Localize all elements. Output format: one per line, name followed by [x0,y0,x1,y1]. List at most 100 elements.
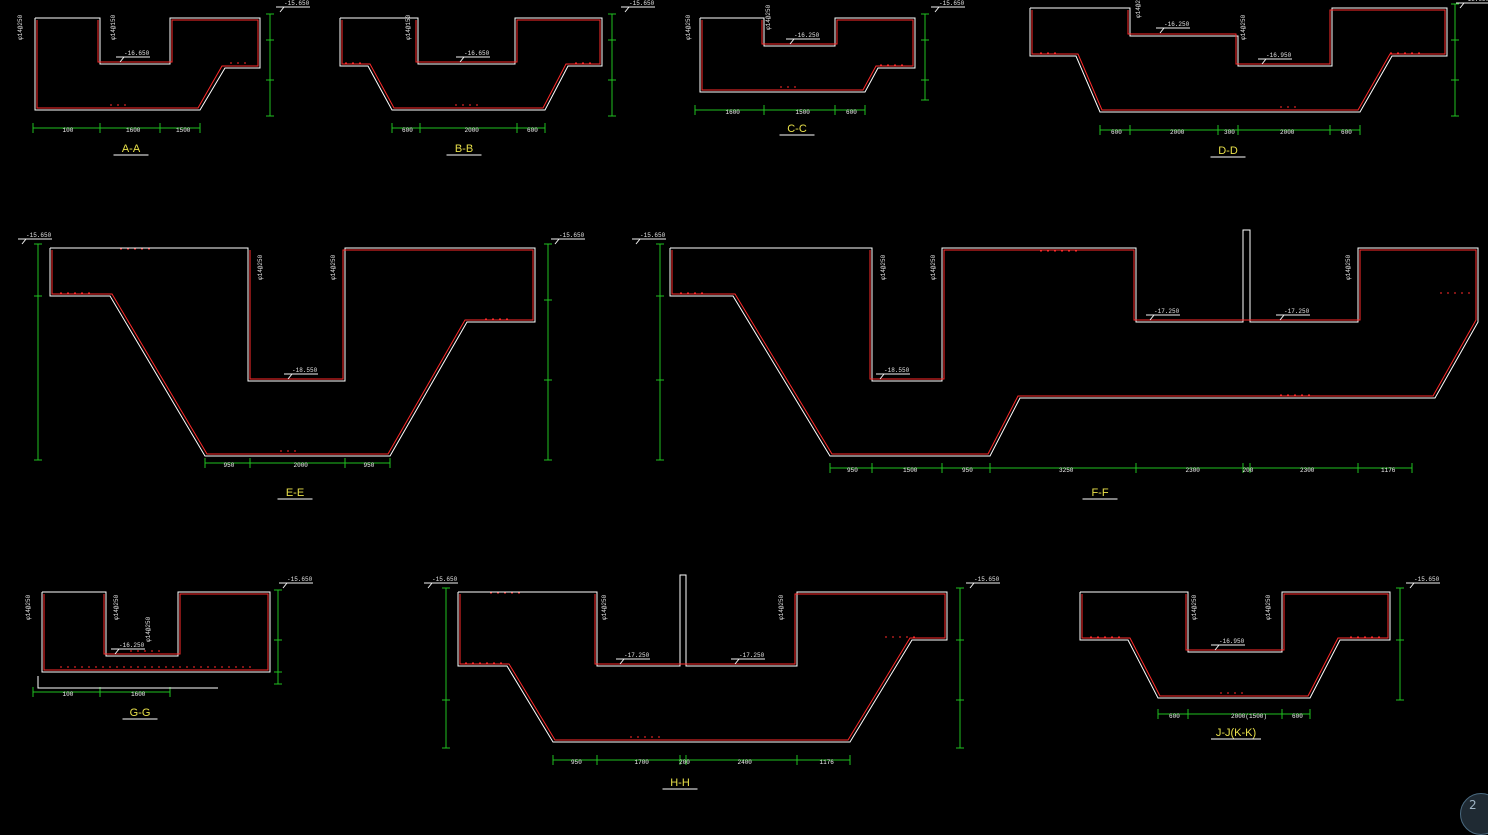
dimension-label: 2000 [294,462,309,469]
rebar-line [1031,9,1446,111]
section-outline [669,229,1479,457]
dimension-label: 1176 [820,759,835,766]
elevation-symbol [456,56,466,63]
rebar-note: φ14@250 [685,14,692,40]
elevation-label: -18.550 [292,367,318,374]
rebar-note: φ14@250 [601,594,608,620]
elevation-label: -16.250 [1164,21,1190,28]
dimension-label: 600 [1292,713,1303,720]
rebar-note: φ14@250 [113,594,120,620]
elevation-label: -16.650 [124,50,150,57]
dimension-label: 1600 [726,109,741,116]
dimension-label: 600 [1169,713,1180,720]
rebar-line [341,19,601,109]
section-label: A-A [122,143,141,155]
dimension-label: 2300 [1300,467,1315,474]
section-label: C-C [787,123,807,135]
viewport-number: 2 [1469,798,1477,812]
section-outline [1029,7,1448,113]
elevation-label: -16.250 [119,642,145,649]
rebar-note: φ14@250 [765,4,772,30]
dimension-label: 600 [402,127,413,134]
dimension-label: 200 [1243,467,1254,474]
section-label: G-G [130,707,151,719]
dimension-label: 100 [63,691,74,698]
dimension-label: 2000 [1280,129,1295,136]
dimension-label: 950 [962,467,973,474]
dimension-label: 3250 [1059,467,1074,474]
elevation-label: -17.250 [624,652,650,659]
elevation-label: -15.650 [26,232,52,239]
elevation-label: -15.650 [629,0,655,7]
rebar-line [701,19,914,91]
elevation-label: -16.250 [794,32,820,39]
elevation-label: -16.950 [1219,638,1245,645]
dimension-label: 950 [571,759,582,766]
dimension-label: 1700 [635,759,650,766]
elevation-symbol [284,373,294,380]
dimension-label: 600 [1111,129,1122,136]
section-outline [1079,591,1391,699]
dimension-label: 1500 [903,467,918,474]
section-outline [34,17,261,111]
section-outline [41,591,271,673]
elevation-symbol [931,6,941,13]
elevation-label: -16.950 [1266,52,1292,59]
elevation-symbol [279,582,289,589]
elevation-label: -15.650 [559,232,585,239]
rebar-line [459,593,946,741]
rebar-note: φ14@250 [1240,14,1247,40]
dimension-label: 200 [679,759,690,766]
section-label: D-D [1218,145,1238,157]
elevation-symbol [1211,644,1221,651]
section-outline [699,17,916,93]
elevation-symbol [1156,27,1166,34]
elevation-label: -17.250 [1154,308,1180,315]
viewport-navigation-button[interactable]: 2 [1460,793,1488,835]
dimension-label: 2000 [1170,129,1185,136]
section-label: F-F [1091,487,1108,499]
elevation-symbol [551,238,561,245]
dimension-label: 600 [527,127,538,134]
dimension-label: 950 [364,462,375,469]
dimension-label: 2000(1500) [1231,713,1267,720]
rebar-note: φ14@250 [330,254,337,280]
elevation-label: -16.650 [464,50,490,57]
section-label: H-H [670,777,690,789]
dimension-label: 1500 [796,109,811,116]
elevation-label: -15.650 [1414,576,1440,583]
dimension-label: 1176 [1381,467,1396,474]
rebar-note: φ14@250 [1265,594,1272,620]
section-label: B-B [455,143,473,155]
dimension-label: 600 [846,109,857,116]
elevation-label: -15.650 [974,576,1000,583]
elevation-symbol [876,373,886,380]
section-j-j-k-k-: 600 2000(1500) 600 -16.950 -15.650 φ14@250 φ14… [1079,576,1440,720]
elevation-label: -15.650 [640,232,666,239]
rebar-line [51,249,534,455]
elevation-symbol [1258,58,1268,65]
dimension-label: 950 [224,462,235,469]
elevation-symbol [1406,582,1416,589]
rebar-line [36,19,259,109]
section-label: J-J(K-K) [1216,727,1256,739]
elevation-symbol [1146,314,1156,321]
rebar-note: φ14@250 [1135,0,1142,18]
dimension-label: 1500 [176,127,191,134]
dimension-label: 950 [847,467,858,474]
rebar-note: φ14@250 [1345,254,1352,280]
dimension-label: 600 [1341,129,1352,136]
rebar-note: φ14@250 [145,616,152,642]
rebar-note: φ14@250 [1191,594,1198,620]
rebar-line [43,593,269,671]
dimension-label: 2300 [1186,467,1201,474]
section-d-d: 60020003002000600-16.250-16.950-15.650φ1… [1029,0,1488,136]
